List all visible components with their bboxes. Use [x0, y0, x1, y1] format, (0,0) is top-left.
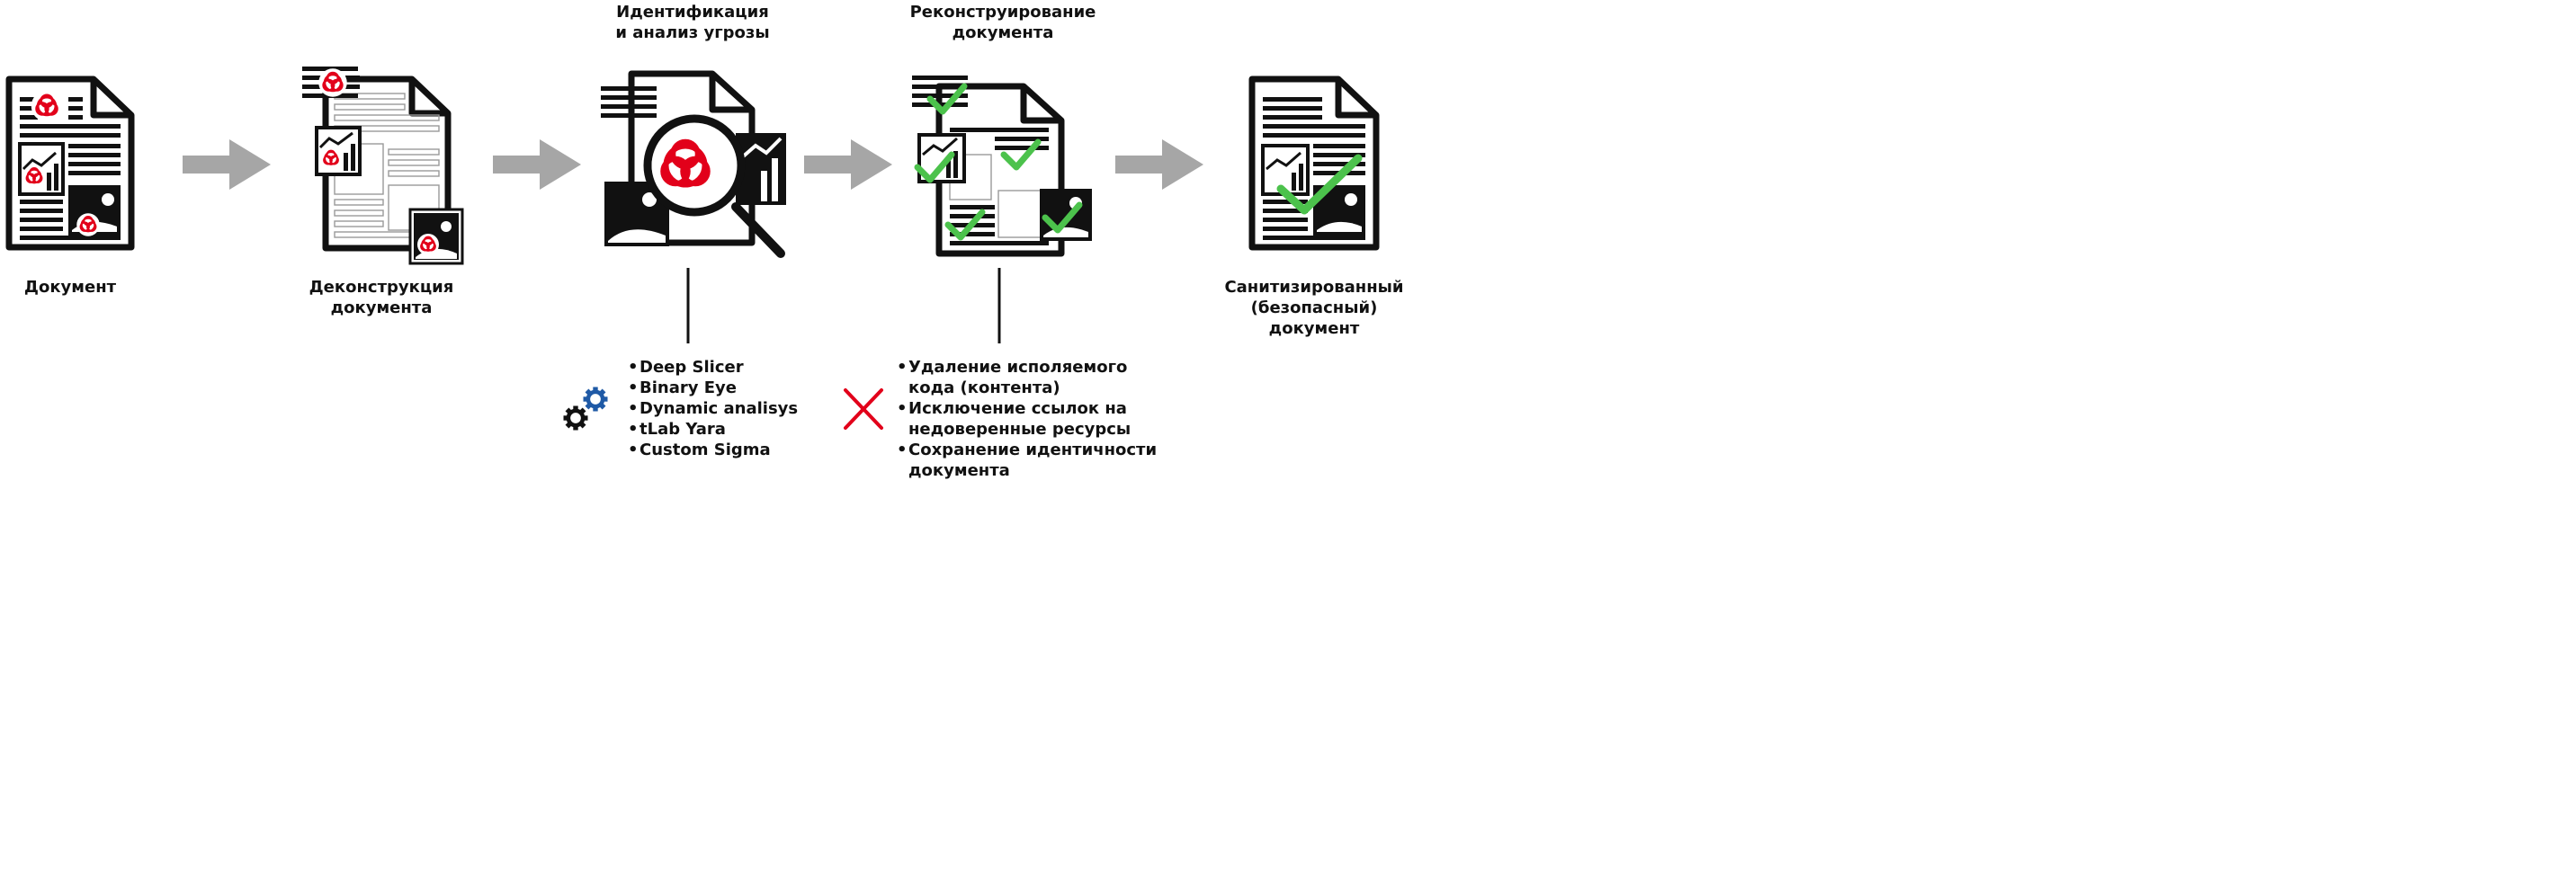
arrow-icon [1115, 139, 1203, 190]
list-item: Custom Sigma [628, 440, 826, 460]
checkmark-icon [1276, 154, 1363, 215]
step-label-document: Документ [23, 278, 117, 297]
gears-icon [564, 387, 608, 431]
list-item: Deep Slicer [628, 357, 826, 378]
arrow-icon [804, 139, 892, 190]
process-diagram [5, 67, 1380, 485]
sanitized-document-icon [1248, 76, 1380, 251]
biohazard-icon [76, 212, 101, 237]
document-icon [5, 76, 135, 251]
analysis-tools-list: Deep Slicer Binary Eye Dynamic analisys … [628, 357, 826, 460]
threat-analysis-icon [601, 70, 786, 258]
step-label-sanitized: Санитизированный (безопасный) документ [1224, 278, 1404, 338]
reconstruction-actions-list: Удаление исполяемого кода (контента) Иск… [897, 357, 1167, 481]
biohazard-icon [652, 132, 720, 200]
list-item: Удаление исполяемого кода (контента) [897, 357, 1167, 398]
arrow-icon [493, 139, 581, 190]
list-item: Binary Eye [628, 378, 826, 398]
biohazard-icon [319, 147, 343, 170]
biohazard-icon [416, 233, 440, 256]
step-title-reconstruction: Реконструирование документа [909, 3, 1096, 42]
step-label-deconstruction: Деконструкция документа [309, 278, 454, 317]
biohazard-icon [22, 164, 47, 189]
list-item: tLab Yara [628, 419, 826, 440]
list-item: Исключение ссылок на недоверенные ресурс… [897, 398, 1167, 440]
biohazard-icon [30, 89, 64, 123]
reconstructed-document-icon [912, 76, 1092, 257]
biohazard-icon [317, 67, 349, 99]
arrow-icon [183, 139, 271, 190]
cross-icon [844, 388, 883, 430]
deconstructed-document-icon [302, 67, 464, 265]
step-title-threat-analysis: Идентификация и анализ угрозы [615, 3, 770, 42]
list-item: Dynamic analisys [628, 398, 826, 419]
list-item: Сохранение идентичности документа [897, 440, 1167, 481]
